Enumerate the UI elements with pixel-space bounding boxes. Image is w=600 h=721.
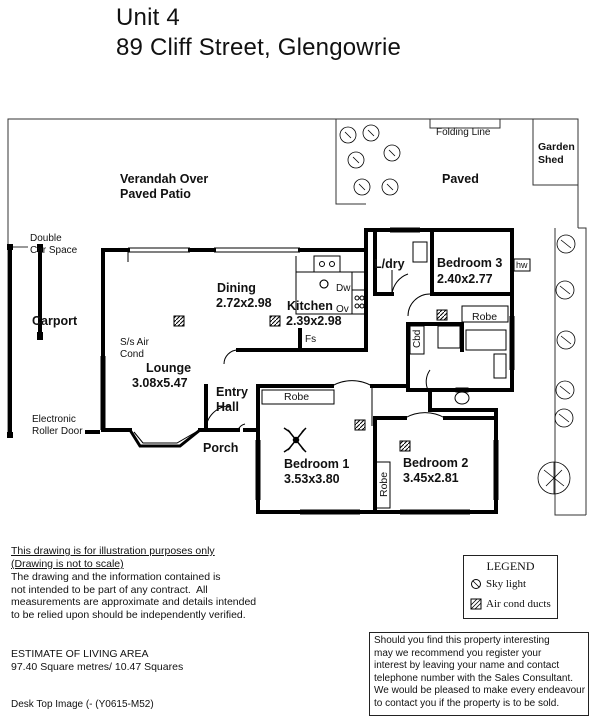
entry-hall-label: Entry Hall: [216, 385, 248, 414]
folding-line-label: Folding Line: [436, 127, 491, 138]
interest-notice: Should you find this property interestin…: [369, 632, 589, 716]
dishwasher-label: Dw: [336, 283, 351, 294]
legend-duct-label: Air cond ducts: [486, 598, 551, 610]
disclaimer-body: The drawing and the information containe…: [11, 571, 257, 621]
bedroom3-label: Bedroom 3: [437, 256, 503, 270]
bedroom3-size: 2.40x2.77: [437, 272, 493, 286]
skylight-icon: [319, 279, 329, 289]
robe-bedroom1: Robe: [284, 391, 310, 403]
notice-text: Should you find this property interestin…: [374, 635, 586, 709]
area-value: 97.40 Square metres/ 10.47 Squares: [11, 661, 184, 673]
double-car-space-label: Double Car Space: [30, 233, 78, 256]
kitchen-label: Kitchen: [287, 299, 333, 313]
paved-label: Paved: [442, 172, 479, 186]
bedroom1-label: Bedroom 1: [284, 457, 350, 471]
legend-title: LEGEND: [486, 559, 535, 573]
dining-size: 2.72x2.98: [216, 296, 272, 310]
footer-reference: Desk Top Image (- (Y0615-M52): [11, 699, 154, 710]
lounge-size: 3.08x5.47: [132, 376, 188, 390]
bay-window: [128, 428, 201, 448]
unit-title: Unit 4: [116, 4, 180, 31]
air-cond-label: S/s Air Cond: [120, 337, 149, 360]
carport-walls: [8, 244, 100, 438]
kitchen-fittings: [295, 255, 367, 315]
roller-door-label: Electronic Roller Door: [32, 414, 83, 437]
address-title: 89 Cliff Street, Glengowrie: [116, 34, 402, 61]
dining-label: Dining: [217, 281, 256, 295]
porch-label: Porch: [203, 441, 239, 455]
disclaimer-line2: (Drawing is not to scale): [11, 558, 124, 570]
legend: LEGEND Sky light Air cond ducts: [463, 555, 558, 619]
verandah-label: Verandah Over Paved Patio: [120, 172, 209, 201]
windows: [100, 227, 515, 515]
lounge-label: Lounge: [146, 361, 192, 375]
legend-skylight-label: Sky light: [486, 578, 527, 590]
ceiling-fan-icon: [283, 427, 307, 453]
fridge-space-label: Fs: [305, 334, 317, 345]
robe-bedroom2: Robe: [378, 471, 390, 497]
bedroom2-size: 3.45x2.81: [403, 471, 459, 485]
garden-trees: [339, 124, 576, 495]
air-duct-icon: [173, 309, 448, 452]
air-duct-icon: [470, 598, 482, 610]
skylight-icon: [471, 579, 481, 589]
carport-label: Carport: [32, 314, 78, 328]
hot-water-label: hw: [516, 260, 528, 270]
robe-bedroom3: Robe: [472, 311, 498, 323]
disclaimer-line1: This drawing is for illustration purpose…: [11, 545, 215, 557]
bedroom2-label: Bedroom 2: [403, 456, 469, 470]
oven-label: Ov: [336, 304, 349, 315]
cupboard-label: Cbd: [412, 329, 423, 348]
kitchen-size: 2.39x2.98: [286, 314, 342, 328]
floor-plan: [7, 118, 587, 516]
area-heading: ESTIMATE OF LIVING AREA: [11, 648, 149, 660]
door-swings: [127, 250, 446, 431]
laundry-label: L/dry: [374, 257, 405, 271]
house-walls: [101, 228, 514, 514]
garden-shed-label: Garden Shed: [538, 141, 575, 166]
bedroom1-size: 3.53x3.80: [284, 472, 340, 486]
